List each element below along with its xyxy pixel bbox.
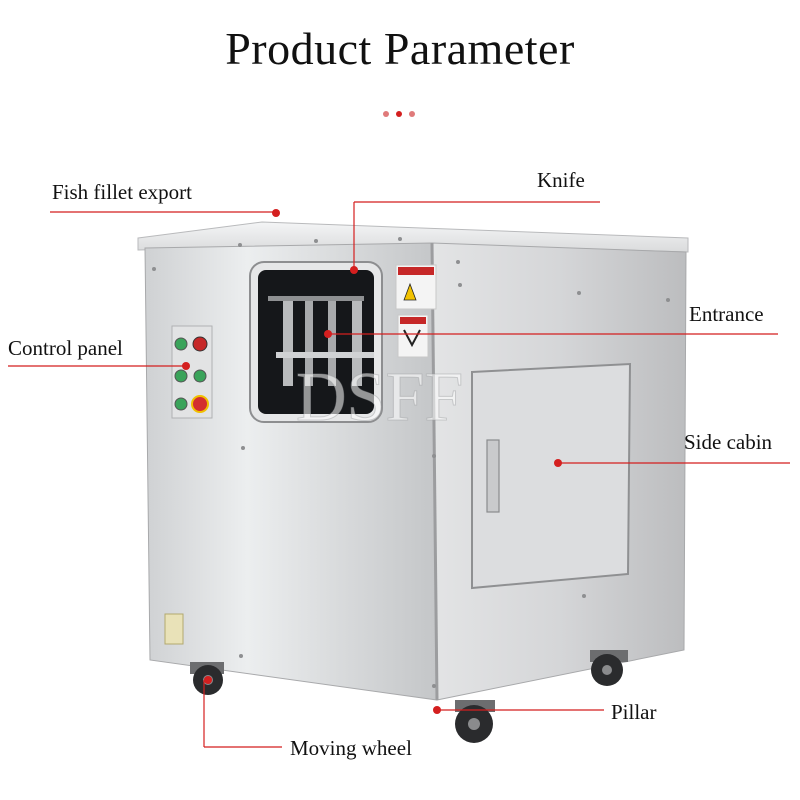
label-fish-fillet-export: Fish fillet export <box>52 180 192 204</box>
door-handle <box>486 439 500 513</box>
machine-body <box>137 221 689 701</box>
pillar-edge <box>430 242 439 701</box>
top-plate <box>137 221 689 253</box>
label-knife: Knife <box>537 168 585 192</box>
page-title: Product Parameter <box>225 23 575 74</box>
label-entrance: Entrance <box>689 302 764 326</box>
callout-dots <box>182 209 562 714</box>
control-panel-buttons <box>171 325 213 419</box>
watermark: DSFF <box>296 359 463 436</box>
label-pillar: Pillar <box>611 700 657 724</box>
label-side-cabin: Side cabin <box>684 430 773 454</box>
side-cabin-door <box>471 362 632 590</box>
label-moving-wheel: Moving wheel <box>290 736 412 760</box>
callout-lines <box>8 201 790 748</box>
title-divider-dots <box>383 104 422 122</box>
label-control-panel: Control panel <box>8 336 123 360</box>
